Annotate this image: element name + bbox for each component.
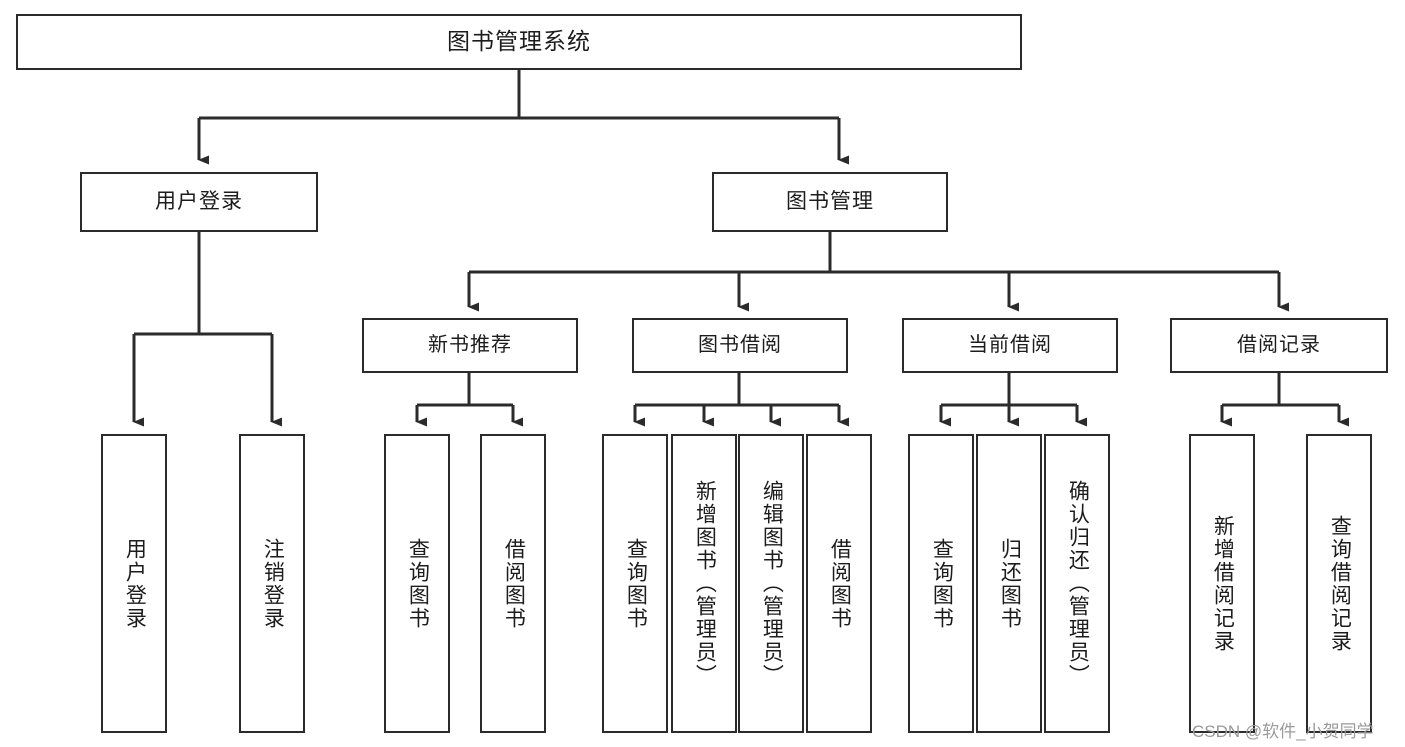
node-leaf-query-book-2[interactable]: 查询图书 <box>602 434 668 733</box>
node-label: 当前借阅 <box>968 333 1052 356</box>
node-root-system[interactable]: 图书管理系统 <box>16 14 1022 70</box>
node-leaf-query-book-1[interactable]: 查询图书 <box>384 434 450 733</box>
node-book-management[interactable]: 图书管理 <box>712 172 948 232</box>
node-leaf-query-record[interactable]: 查询借阅记录 <box>1306 434 1372 733</box>
node-label: 借阅图书 <box>828 537 852 630</box>
node-label: 注销登录 <box>261 537 285 630</box>
node-leaf-borrow-book-2[interactable]: 借阅图书 <box>806 434 872 733</box>
node-leaf-user-login[interactable]: 用户登录 <box>101 434 167 733</box>
csdn-watermark: CSDN @软件_小贺同学 <box>1192 722 1374 741</box>
node-leaf-return-book[interactable]: 归还图书 <box>976 434 1042 733</box>
node-new-book-recommend[interactable]: 新书推荐 <box>362 318 578 373</box>
node-label: 图书管理系统 <box>447 28 591 55</box>
node-label: 用户登录 <box>155 189 243 213</box>
node-current-borrow[interactable]: 当前借阅 <box>902 318 1118 373</box>
node-label: 归还图书 <box>998 537 1022 630</box>
node-label: 借阅图书 <box>502 537 526 630</box>
node-label: 查询图书 <box>406 537 430 630</box>
node-leaf-confirm-return[interactable]: 确认归还（管理员） <box>1044 434 1110 733</box>
node-leaf-add-book[interactable]: 新增图书（管理员） <box>671 434 737 733</box>
node-label: 编辑图书（管理员） <box>760 480 784 687</box>
node-leaf-user-logout[interactable]: 注销登录 <box>239 434 305 733</box>
node-label: 新增借阅记录 <box>1211 514 1235 653</box>
node-label: 借阅记录 <box>1237 333 1321 356</box>
node-leaf-borrow-book-1[interactable]: 借阅图书 <box>480 434 546 733</box>
node-label: 查询图书 <box>624 537 648 630</box>
node-leaf-add-record[interactable]: 新增借阅记录 <box>1189 434 1255 733</box>
node-user-login[interactable]: 用户登录 <box>80 172 318 232</box>
node-label: 图书管理 <box>786 189 874 213</box>
node-label: 新书推荐 <box>428 333 512 356</box>
node-label: 用户登录 <box>123 537 147 630</box>
node-borrow-record[interactable]: 借阅记录 <box>1170 318 1388 373</box>
node-label: 查询借阅记录 <box>1328 514 1352 653</box>
node-label: 新增图书（管理员） <box>693 480 717 687</box>
node-label: 图书借阅 <box>698 333 782 356</box>
node-leaf-query-book-3[interactable]: 查询图书 <box>908 434 974 733</box>
node-label: 查询图书 <box>930 537 954 630</box>
node-leaf-edit-book[interactable]: 编辑图书（管理员） <box>738 434 804 733</box>
node-book-borrow[interactable]: 图书借阅 <box>632 318 848 373</box>
node-label: 确认归还（管理员） <box>1066 480 1090 687</box>
